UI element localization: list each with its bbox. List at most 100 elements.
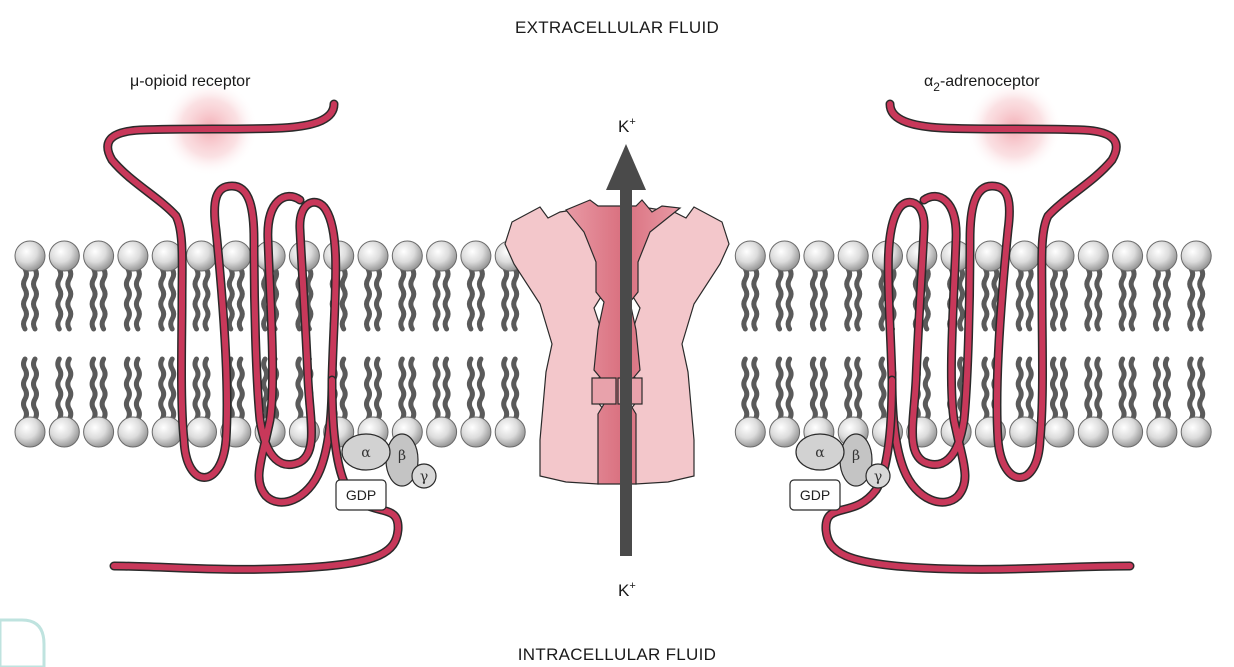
lipid-head — [1078, 241, 1108, 271]
lipid-tail — [24, 269, 27, 329]
lipid-tail — [1028, 359, 1031, 419]
lipid-tail — [411, 359, 414, 419]
lipid-head — [838, 241, 868, 271]
lipid-tail — [788, 359, 791, 419]
lipid-tail — [504, 359, 507, 419]
lipid-tail — [1087, 269, 1090, 329]
lipid-tail — [136, 359, 139, 419]
lipid-tail — [812, 359, 815, 419]
lipid-tail — [445, 269, 448, 329]
gdp-label-left: GDP — [346, 487, 376, 503]
lipid-tail — [401, 269, 404, 329]
g-alpha-label-right: α — [815, 445, 825, 461]
potassium-channel — [505, 200, 729, 484]
lipid-tail — [92, 359, 95, 419]
extracellular-label: EXTRACELLULAR FLUID — [515, 18, 719, 37]
lipid-tail — [195, 269, 198, 329]
lipid-tail — [342, 269, 345, 329]
lipid-head — [221, 241, 251, 271]
lipid-tail — [881, 359, 884, 419]
lipid-head — [118, 241, 148, 271]
g-gamma-label-left: γ — [420, 469, 428, 485]
lipid-head — [1078, 417, 1108, 447]
lipid-tail — [822, 359, 825, 419]
lipid-tail — [239, 269, 242, 329]
lipid-tail — [126, 359, 129, 419]
lipid-tail — [881, 269, 884, 329]
lipid-head — [461, 417, 491, 447]
lipid-head — [804, 241, 834, 271]
lipid-tail — [195, 359, 198, 419]
lipid-tail — [754, 359, 757, 419]
lipid-tail — [445, 359, 448, 419]
lipid-head — [495, 417, 525, 447]
lipid-tail — [161, 359, 164, 419]
lipid-tail — [401, 359, 404, 419]
lipid-head — [1010, 241, 1040, 271]
lipid-head — [358, 241, 388, 271]
lipid-tail — [205, 359, 208, 419]
lipid-tail — [205, 269, 208, 329]
lipid-tail — [778, 359, 781, 419]
selectivity-filter-left — [592, 378, 616, 404]
lipid-tail — [136, 269, 139, 329]
lipid-tail — [377, 269, 380, 329]
lipid-tail — [754, 269, 757, 329]
lipid-head — [770, 417, 800, 447]
lipid-tail — [92, 269, 95, 329]
lipid-tail — [960, 269, 963, 329]
lipid-tail — [1200, 269, 1203, 329]
lipid-tail — [514, 359, 517, 419]
gdp-label-right: GDP — [800, 487, 830, 503]
lipid-head — [15, 241, 45, 271]
lipid-tail — [984, 269, 987, 329]
lipid-tail — [469, 359, 472, 419]
lipid-tail — [925, 359, 928, 419]
mu-opioid-receptor-label: μ-opioid receptor — [130, 73, 251, 90]
lipid-head — [1147, 241, 1177, 271]
lipid-head — [735, 241, 765, 271]
k-ion-top-label: K+ — [618, 116, 636, 136]
lipid-tail — [1190, 269, 1193, 329]
lipid-head — [1010, 417, 1040, 447]
lipid-tail — [778, 269, 781, 329]
lipid-tail — [1053, 269, 1056, 329]
lipid-tail — [229, 269, 232, 329]
lipid-tail — [411, 269, 414, 329]
lipid-tail — [1200, 359, 1203, 419]
lipid-tail — [847, 269, 850, 329]
lipid-tail — [744, 269, 747, 329]
intracellular-label: INTRACELLULAR FLUID — [518, 645, 716, 664]
lipid-tail — [34, 359, 37, 419]
lipid-head — [118, 417, 148, 447]
lipid-tail — [469, 269, 472, 329]
lipid-tail — [1121, 269, 1124, 329]
lipid-tail — [479, 359, 482, 419]
lipid-head — [152, 417, 182, 447]
lipid-tail — [435, 359, 438, 419]
lipid-head — [187, 241, 217, 271]
lipid-head — [461, 241, 491, 271]
lipid-head — [427, 241, 457, 271]
lipid-tail — [504, 269, 507, 329]
lipid-tail — [1063, 359, 1066, 419]
lipid-tail — [1028, 269, 1031, 329]
lipid-head — [15, 417, 45, 447]
lipid-tail — [298, 359, 301, 419]
lipid-tail — [1131, 269, 1134, 329]
lipid-tail — [58, 269, 61, 329]
lipid-tail — [857, 269, 860, 329]
g-beta-label-left: β — [398, 448, 406, 464]
lipid-tail — [367, 359, 370, 419]
lipid-head — [1113, 241, 1143, 271]
lipid-head — [49, 241, 79, 271]
lipid-head — [1044, 417, 1074, 447]
k-ion-bottom-label: K+ — [618, 580, 636, 600]
lipid-tail — [239, 359, 242, 419]
lipid-tail — [1097, 269, 1100, 329]
lipid-tail — [435, 269, 438, 329]
lipid-tail — [1097, 359, 1100, 419]
lipid-tail — [822, 269, 825, 329]
lipid-tail — [1063, 269, 1066, 329]
